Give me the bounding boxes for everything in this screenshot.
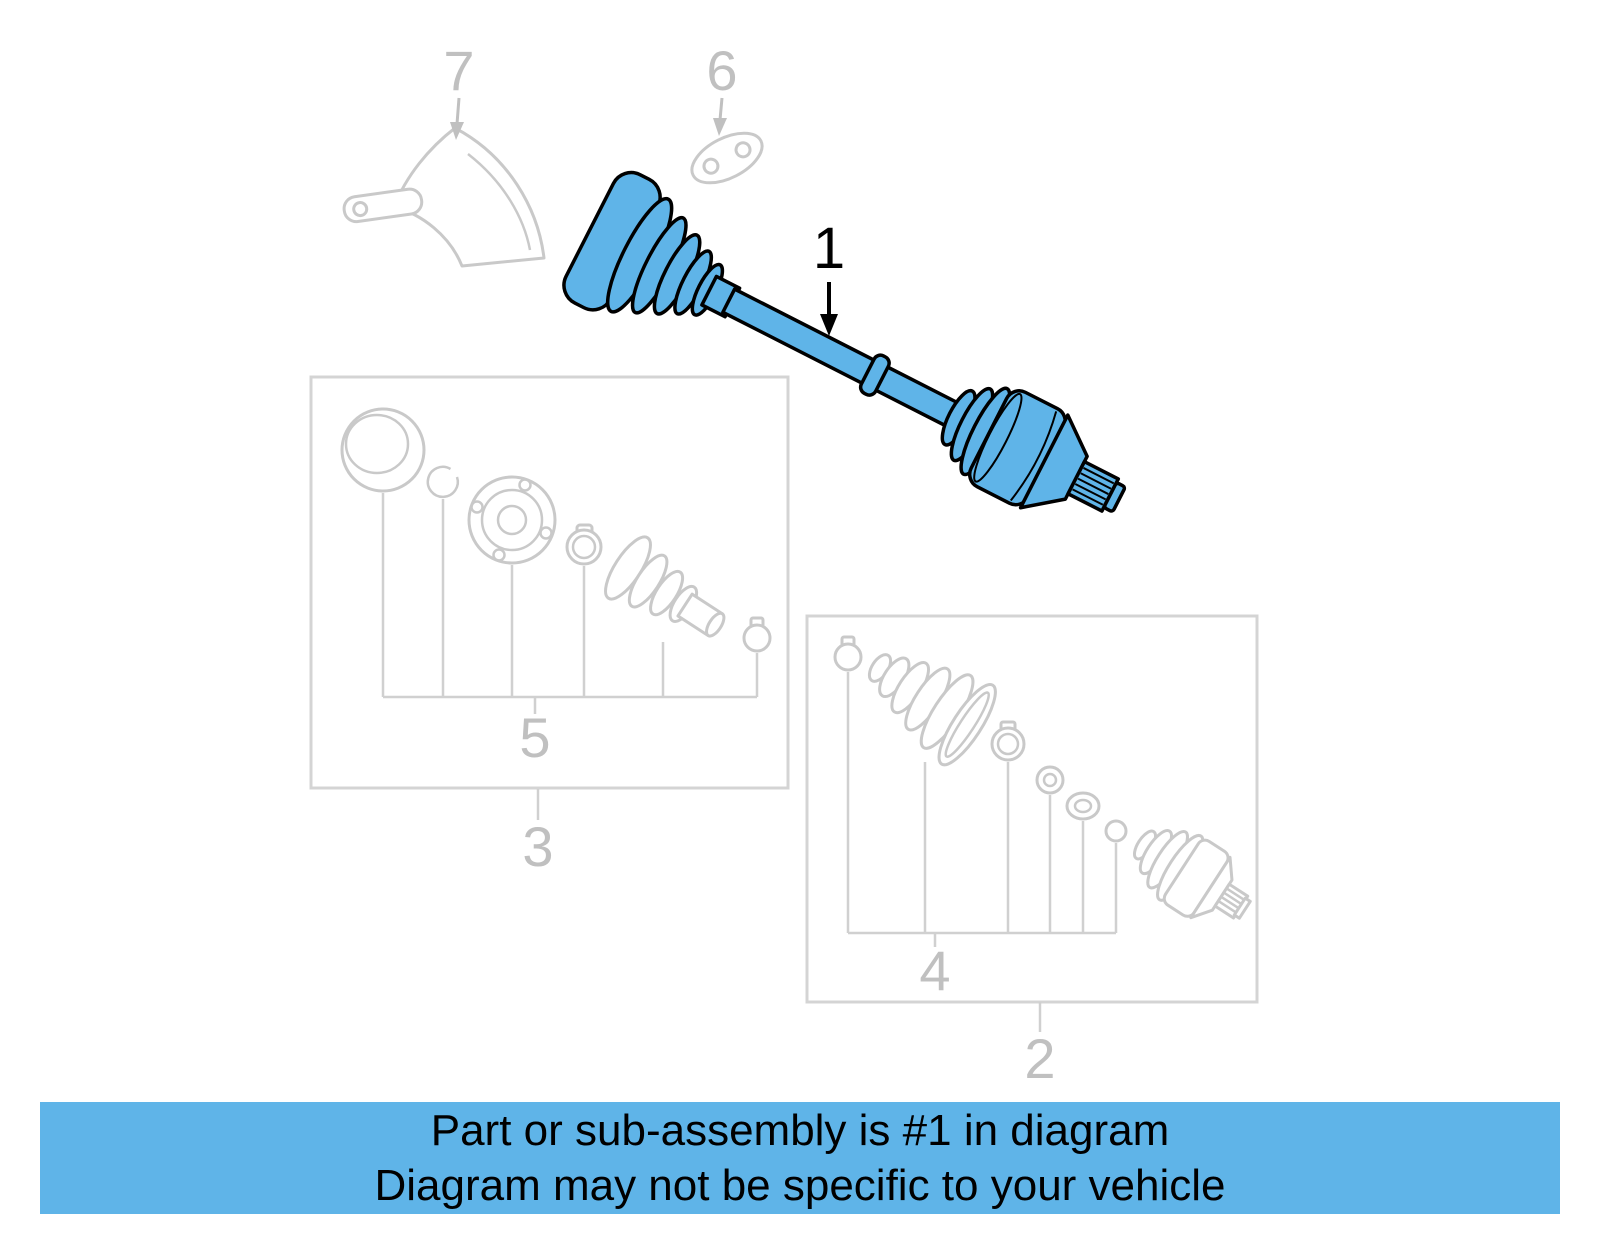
callout-6: 6 xyxy=(706,39,737,102)
callout-4: 4 xyxy=(919,939,950,1002)
sub-assembly-4-parts xyxy=(833,635,1252,920)
leader-lines-4 xyxy=(846,672,1118,947)
banner-line-2: Diagram may not be specific to your vehi… xyxy=(374,1161,1226,1210)
callout-1-arrowhead xyxy=(820,314,838,336)
heat-shield-part-7 xyxy=(342,126,546,268)
sub-assembly-box-left xyxy=(309,375,790,790)
axle-assembly-part-1 xyxy=(562,170,1127,513)
leader-lines-5 xyxy=(381,493,759,714)
flange-plate-part-6 xyxy=(690,131,764,185)
callout-3: 3 xyxy=(522,815,553,878)
callout-1: 1 xyxy=(813,216,845,281)
callout-6-arrowhead xyxy=(713,118,727,136)
banner-line-1: Part or sub-assembly is #1 in diagram xyxy=(430,1105,1170,1155)
sub-assembly-5-parts xyxy=(340,407,772,653)
callout-7-arrowhead xyxy=(450,122,464,140)
callout-6-arrow xyxy=(718,97,724,121)
callout-5: 5 xyxy=(519,706,550,769)
callout-2: 2 xyxy=(1024,1027,1055,1090)
callout-7-arrow xyxy=(455,97,461,125)
sub-assembly-box-right xyxy=(805,614,1259,1004)
highlight-banner: Part or sub-assembly is #1 in diagram Di… xyxy=(40,1102,1560,1214)
callout-7: 7 xyxy=(443,39,474,102)
